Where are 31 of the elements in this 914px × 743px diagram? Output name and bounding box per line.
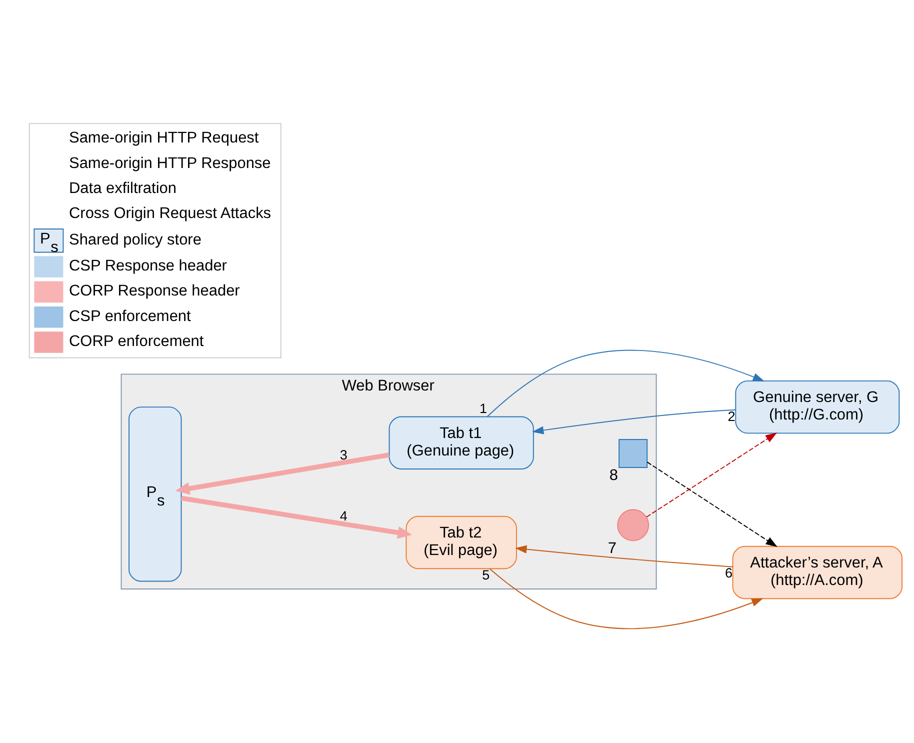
legend-label: CSP Response header (69, 256, 227, 274)
node-box: Genuine server, G (http://G.com) (735, 380, 900, 434)
node-circle (617, 508, 650, 541)
legend-label: Cross Origin Request Attacks (69, 204, 272, 222)
legend-label: CORP enforcement (69, 332, 204, 350)
node-box: Tab t1 (Genuine page) (388, 416, 534, 469)
edge-label: 3 (340, 447, 348, 462)
edge-label: 2 (728, 408, 736, 424)
edge-label: 5 (482, 567, 490, 582)
edge-label: 1 (480, 400, 488, 416)
node-box: Attacker’s server, A (http://A.com) (732, 545, 903, 599)
arrow (489, 568, 764, 629)
legend-label: Shared policy store (69, 230, 202, 248)
node-box: Tab t2 (Evil page) (406, 515, 517, 569)
legend-label: CSP enforcement (69, 307, 191, 324)
arrow (646, 432, 778, 517)
legend-label: Same-origin HTTP Request (69, 129, 259, 146)
edge-label: 4 (340, 508, 348, 523)
node-label: 7 (608, 539, 617, 556)
arrow (646, 461, 778, 547)
edge-label: 6 (724, 565, 733, 580)
node-label: 8 (609, 466, 618, 484)
node-box (618, 438, 648, 468)
legend-label: Same-origin HTTP Response (69, 154, 271, 172)
arrow (180, 495, 412, 538)
arrow (175, 452, 390, 494)
legend-label: CORP Response header (69, 282, 240, 300)
arrow (486, 349, 765, 417)
arrow (515, 544, 734, 567)
legend-label: Data exfiltration (69, 180, 176, 197)
arrow (532, 408, 736, 434)
